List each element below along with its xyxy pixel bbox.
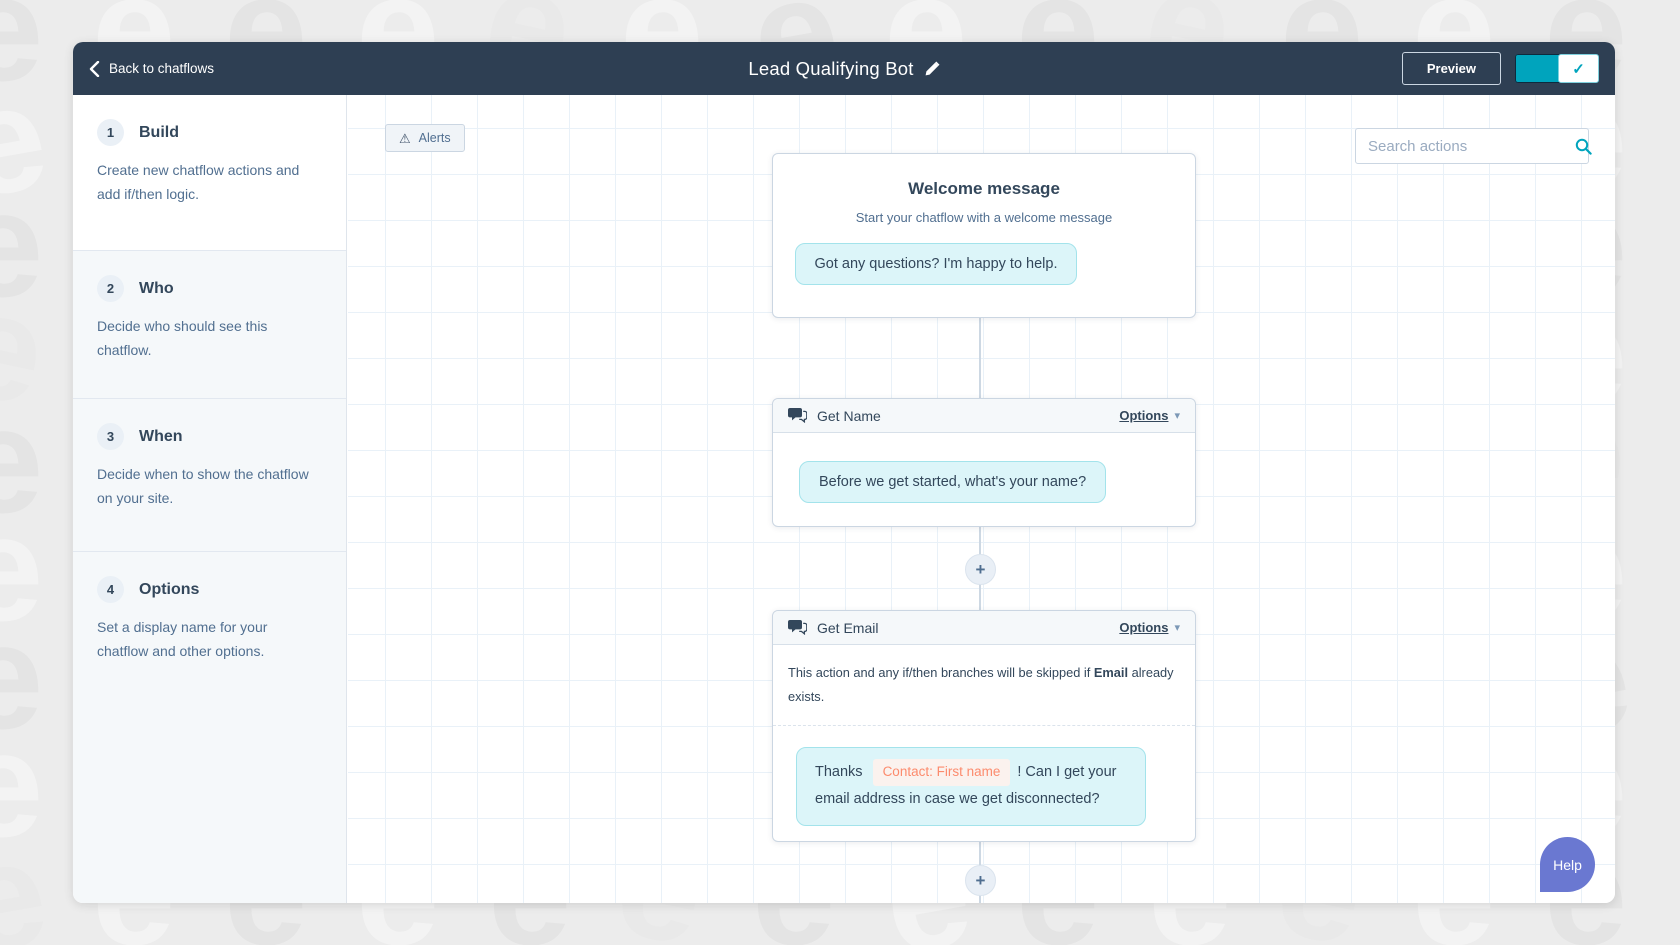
get-name-card[interactable]: Get Name Options ▾ Before we get started… (772, 398, 1196, 527)
card-title: Get Email (817, 619, 879, 636)
plus-icon: + (975, 871, 986, 890)
step-title: When (139, 427, 183, 445)
caret-down-icon: ▾ (1174, 410, 1180, 422)
add-action-button[interactable]: + (965, 865, 996, 896)
step-description: Decide who should see this chatflow. (97, 318, 268, 358)
options-dropdown[interactable]: Options ▾ (1119, 408, 1180, 423)
step-number-badge: 2 (97, 275, 124, 302)
sidebar-item-when[interactable]: 3 When Decide when to show the chatflow … (73, 398, 346, 551)
skip-condition-note: This action and any if/then branches wil… (773, 645, 1195, 726)
step-title: Options (139, 580, 200, 598)
help-label: Help (1553, 856, 1582, 873)
sidebar-filler (73, 710, 346, 903)
step-description: Decide when to show the chatflow on your… (97, 466, 309, 506)
flow-canvas[interactable]: ⚠ Alerts Welcome message Start your chat… (348, 95, 1615, 903)
card-subtitle: Start your chatflow with a welcome messa… (855, 210, 1113, 225)
title-group: Lead Qualifying Bot (73, 42, 1615, 95)
step-title: Who (139, 279, 174, 297)
publish-toggle[interactable]: ✓ (1515, 54, 1599, 83)
help-button[interactable]: Help (1540, 837, 1595, 892)
preview-button[interactable]: Preview (1401, 52, 1501, 85)
chat-bubbles-icon (788, 408, 807, 423)
get-email-card[interactable]: Get Email Options ▾ This action and any … (772, 610, 1196, 842)
step-number-badge: 4 (97, 576, 124, 603)
toggle-knob: ✓ (1558, 54, 1599, 83)
step-number-badge: 3 (97, 423, 124, 450)
chat-bubble[interactable]: Got any questions? I'm happy to help. (794, 243, 1078, 285)
step-title: Build (139, 123, 179, 141)
check-icon: ✓ (1572, 60, 1585, 78)
personalization-token[interactable]: Contact: First name (872, 758, 1011, 786)
search-actions-box (1355, 128, 1592, 164)
sidebar-item-options[interactable]: 4 Options Set a display name for your ch… (73, 551, 346, 710)
chat-bubbles-icon (788, 620, 807, 635)
add-action-button[interactable]: + (965, 554, 996, 585)
chevron-left-icon (89, 60, 100, 77)
app-window: Back to chatflows Lead Qualifying Bot Pr… (73, 42, 1615, 903)
alerts-button[interactable]: ⚠ Alerts (385, 124, 465, 152)
sidebar-item-who[interactable]: 2 Who Decide who should see this chatflo… (73, 250, 346, 398)
caret-down-icon: ▾ (1174, 622, 1180, 634)
options-label: Options (1119, 620, 1169, 635)
plus-icon: + (975, 560, 986, 579)
skip-note-field: Email (1093, 665, 1129, 680)
alerts-label: Alerts (418, 131, 451, 145)
back-to-chatflows-link[interactable]: Back to chatflows (89, 60, 215, 77)
page-title: Lead Qualifying Bot (748, 57, 914, 79)
sidebar-item-build[interactable]: 1 Build Create new chatflow actions and … (73, 95, 346, 250)
header-actions: Preview ✓ (1401, 52, 1599, 85)
top-header: Back to chatflows Lead Qualifying Bot Pr… (73, 42, 1615, 95)
edit-title-pencil-icon[interactable] (924, 61, 940, 77)
search-input[interactable] (1356, 137, 1575, 155)
warning-icon: ⚠ (399, 130, 411, 146)
search-icon[interactable] (1575, 138, 1592, 155)
card-header: Get Name Options ▾ (773, 399, 1195, 433)
steps-sidebar: 1 Build Create new chatflow actions and … (73, 95, 347, 903)
card-title: Welcome message (908, 179, 1060, 198)
welcome-message-card[interactable]: Welcome message Start your chatflow with… (772, 153, 1196, 318)
step-description: Set a display name for your chatflow and… (97, 619, 268, 659)
chat-bubble[interactable]: Before we get started, what's your name? (799, 461, 1107, 503)
options-label: Options (1119, 408, 1169, 423)
card-title: Get Name (817, 407, 881, 424)
back-label: Back to chatflows (109, 61, 215, 76)
step-number-badge: 1 (97, 119, 124, 146)
step-description: Create new chatflow actions and add if/t… (97, 162, 300, 202)
card-header: Get Email Options ▾ (773, 611, 1195, 645)
options-dropdown[interactable]: Options ▾ (1119, 620, 1180, 635)
